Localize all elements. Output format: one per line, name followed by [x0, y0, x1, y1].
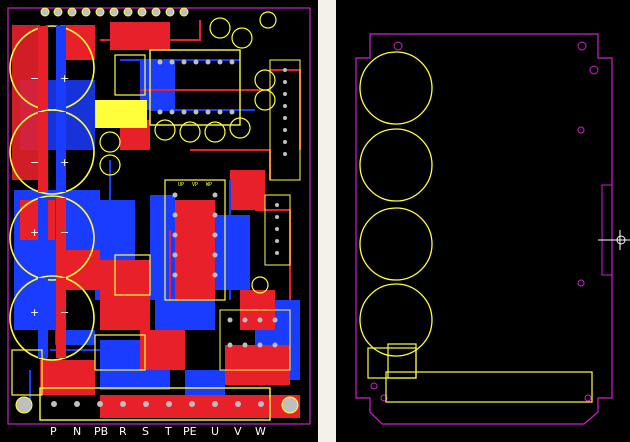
cap1-neg-mark: − — [30, 72, 39, 85]
terminal-label-w: W — [255, 425, 266, 438]
terminal-label-t: T — [164, 425, 172, 438]
pcb-canvas[interactable]: − + − + + − + − — [0, 0, 318, 442]
ic-chips[interactable] — [11, 49, 301, 396]
terminal-label-v: V — [234, 425, 242, 438]
cap4-pos-mark: + — [30, 306, 39, 319]
terminal-label-n: N — [73, 425, 81, 438]
view-divider — [318, 0, 336, 442]
terminal-labels: P N PB R S T PE U V W — [50, 425, 266, 438]
relay-block[interactable] — [219, 309, 291, 371]
outline-capacitors — [359, 51, 433, 357]
right-header[interactable] — [264, 194, 291, 266]
fan-connector[interactable] — [11, 349, 43, 396]
crosshair-cursor-icon — [598, 230, 630, 250]
silk-label-wp: WP — [206, 182, 212, 188]
top-header-connector[interactable] — [40, 7, 189, 17]
pad-rows — [157, 59, 287, 348]
terminal-label-pe: PE — [183, 425, 197, 438]
pcb-layout-view[interactable]: − + − + + − + − — [0, 0, 318, 442]
capacitor-bank[interactable]: − + − + + − + − — [9, 25, 95, 361]
terminal-label-r: R — [119, 425, 127, 438]
cap1-pos-mark: + — [60, 72, 69, 85]
terminal-block[interactable] — [39, 387, 271, 421]
cap2-neg-mark: − — [30, 156, 39, 169]
ic-transformer[interactable] — [114, 54, 146, 96]
cap3-neg-mark: − — [60, 226, 69, 239]
mounting-holes — [15, 396, 299, 414]
terminal-label-s: S — [142, 425, 149, 438]
small-capacitors — [99, 11, 277, 294]
bridge-rectifier[interactable] — [114, 254, 151, 296]
cap4-neg-mark: − — [60, 306, 69, 319]
ipm-module[interactable] — [164, 179, 226, 301]
capacitor-c2[interactable]: − + — [9, 109, 95, 195]
side-header[interactable] — [269, 59, 301, 181]
terminal-label-pb: PB — [94, 425, 108, 438]
cap2-pos-mark: + — [60, 156, 69, 169]
board-outline — [7, 7, 311, 425]
outline-mounting-holes — [370, 41, 599, 402]
current-sensor[interactable] — [94, 334, 146, 371]
pcb-outline-view[interactable] — [336, 0, 630, 442]
silk-label-up: UP — [178, 182, 184, 188]
cap3-pos-mark: + — [30, 226, 39, 239]
side-notch — [601, 184, 612, 276]
ic-yellow-block[interactable] — [95, 100, 147, 128]
outline-background — [336, 0, 630, 442]
enclosure-outline — [355, 33, 613, 425]
terminal-label-u: U — [211, 425, 219, 438]
capacitor-c3[interactable]: + − — [9, 195, 95, 281]
silk-label-vp: VP — [192, 182, 198, 188]
terminal-label-p: P — [50, 425, 57, 438]
ic-main-module[interactable] — [149, 49, 241, 126]
outline-canvas[interactable] — [336, 0, 630, 442]
outline-connectors — [367, 343, 593, 403]
silk-labels: UP VP WP — [178, 182, 212, 188]
capacitor-c4[interactable]: + − — [9, 275, 95, 361]
